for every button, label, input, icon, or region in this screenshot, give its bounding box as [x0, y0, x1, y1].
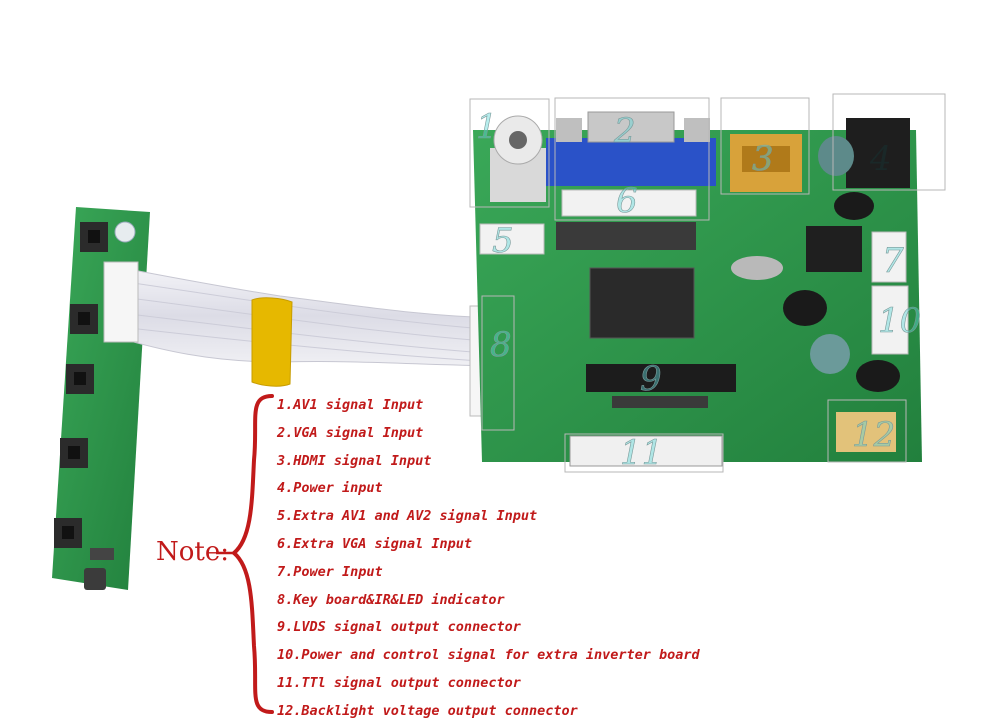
svg-text:1: 1 — [476, 107, 498, 147]
ttl-fpc-connector — [569, 435, 723, 467]
lvds-pin-header — [586, 364, 736, 392]
note-brace — [230, 394, 274, 714]
callout-item: 2.VGA signal Input — [277, 424, 424, 441]
callout-markers: 1 2 3 4 5 6 7 10 9 8 11 12 — [469, 93, 946, 473]
callout-item: 12.Backlight voltage output connector — [277, 702, 578, 719]
svg-text:8: 8 — [490, 325, 512, 365]
callout-item: 4.Power input — [277, 480, 383, 497]
svg-text:5: 5 — [492, 221, 514, 261]
svg-text:2: 2 — [613, 111, 636, 151]
svg-text:9: 9 — [640, 359, 662, 399]
key-button — [54, 518, 82, 548]
callout-item: 10.Power and control signal for extra in… — [277, 647, 700, 664]
callout-item: 8.Key board&IR&LED indicator — [277, 591, 505, 608]
svg-text:12: 12 — [852, 415, 895, 455]
callout-item: 6.Extra VGA signal Input — [277, 535, 473, 552]
power-jack — [846, 118, 910, 188]
svg-text:4: 4 — [869, 139, 892, 179]
callout-item: 11.TTl signal output connector — [277, 674, 521, 691]
main-chip — [589, 267, 695, 339]
svg-text:6: 6 — [616, 181, 638, 221]
callout-item: 3.HDMI signal Input — [277, 452, 432, 469]
svg-text:11: 11 — [620, 433, 663, 473]
main-board — [473, 111, 922, 467]
key-button — [70, 304, 98, 334]
callout-item: 9.LVDS signal output connector — [277, 619, 521, 636]
callout-item: 7.Power Input — [277, 563, 383, 580]
callout-item: 1.AV1 signal Input — [277, 397, 424, 413]
callout-item: 5.Extra AV1 and AV2 signal Input — [277, 508, 538, 525]
key-button — [60, 438, 88, 468]
hdmi-connector — [730, 134, 802, 192]
svg-text:10: 10 — [878, 301, 921, 341]
svg-text:3: 3 — [752, 139, 774, 179]
av1-rca-jack — [490, 115, 546, 202]
callout-legend: 1.AV1 signal Input 2.VGA signal Input 3.… — [277, 392, 700, 726]
svg-text:7: 7 — [882, 241, 904, 281]
key-button — [80, 222, 108, 252]
vga-connector — [546, 111, 716, 186]
key-button — [66, 364, 94, 394]
